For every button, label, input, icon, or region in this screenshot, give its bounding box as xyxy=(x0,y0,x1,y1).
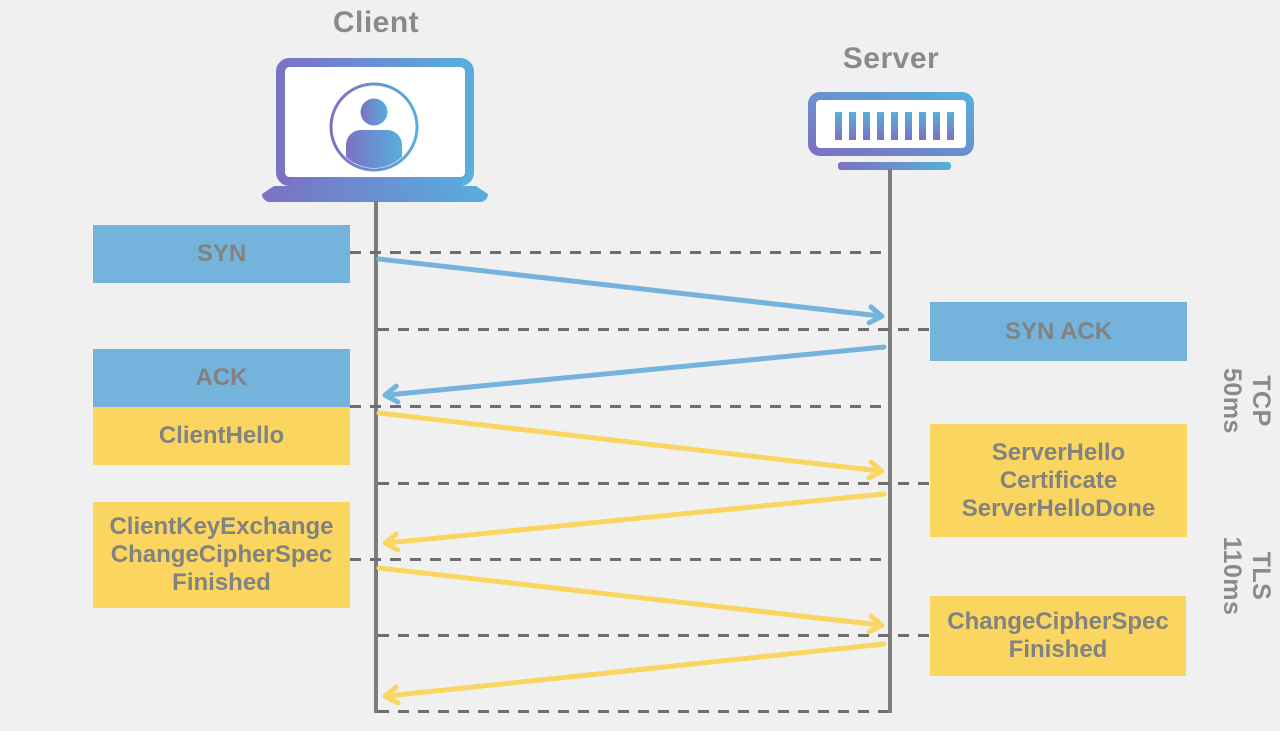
dashed-line-bottom xyxy=(378,710,888,713)
server-icon xyxy=(808,92,974,170)
server-stand xyxy=(838,162,951,170)
message-box-syn-ack: SYN ACK xyxy=(930,302,1187,361)
dashed-line-syn-ack xyxy=(378,328,930,331)
client-title: Client xyxy=(332,6,420,39)
avatar-head xyxy=(360,98,388,126)
dashed-line-syn xyxy=(350,251,888,254)
dashed-line-server-hello xyxy=(378,482,930,485)
server-lifeline xyxy=(888,169,892,713)
client-laptop-icon xyxy=(262,58,488,202)
message-box-client-key-exchange: ClientKeyExchange ChangeCipherSpec Finis… xyxy=(93,502,350,608)
phase-label-tcp: TCP 50ms xyxy=(1217,341,1275,461)
dashed-line-client-key-exchange xyxy=(350,558,888,561)
phase-tls-name: TLS xyxy=(1247,551,1275,601)
server-title: Server xyxy=(842,42,940,75)
arrow-syn-ack xyxy=(382,344,887,405)
message-box-syn: SYN xyxy=(93,225,350,283)
client-lifeline xyxy=(374,201,378,713)
avatar-circle xyxy=(329,82,419,172)
message-box-server-hello: ServerHello Certificate ServerHelloDone xyxy=(930,424,1187,537)
arrow-syn xyxy=(376,256,885,326)
phase-tcp-duration: 50ms xyxy=(1218,368,1246,434)
message-box-ack: ACK xyxy=(93,349,350,407)
laptop-base xyxy=(262,186,488,202)
server-slot-bars xyxy=(835,112,954,140)
arrow-change-cipher-spec xyxy=(382,641,887,706)
message-box-change-cipher-spec: ChangeCipherSpec Finished xyxy=(930,596,1186,676)
arrow-server-hello xyxy=(382,491,887,553)
avatar-body xyxy=(346,130,402,168)
phase-label-tls: TLS 110ms xyxy=(1217,516,1275,636)
phase-tcp-name: TCP xyxy=(1247,375,1275,427)
phase-tls-duration: 110ms xyxy=(1218,536,1246,616)
arrow-client-key-exchange xyxy=(376,565,885,635)
arrow-client-hello xyxy=(376,410,885,481)
dashed-line-ack-client-hello xyxy=(350,405,888,408)
dashed-line-change-cipher-spec xyxy=(378,634,930,637)
message-box-client-hello: ClientHello xyxy=(93,407,350,465)
